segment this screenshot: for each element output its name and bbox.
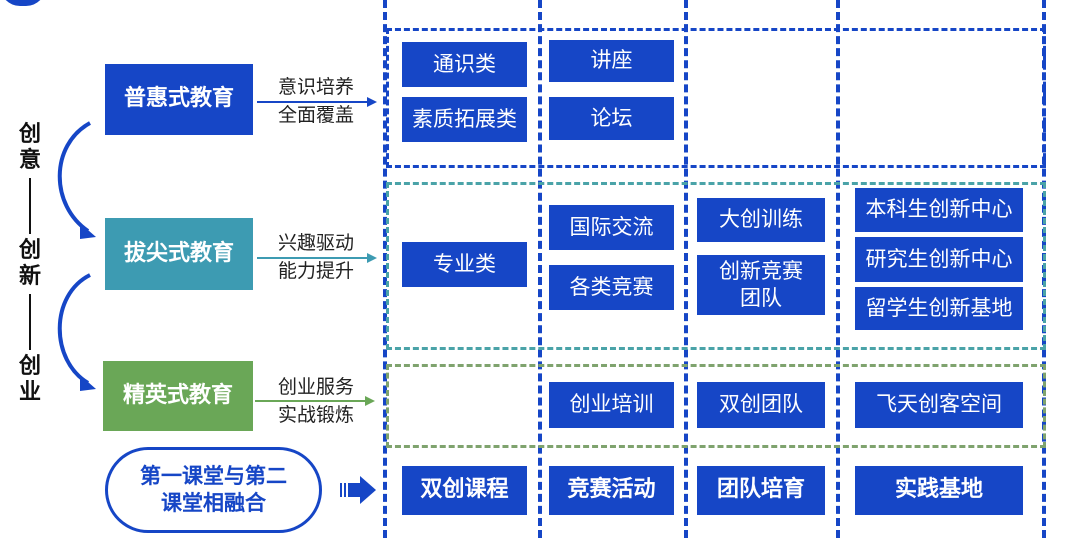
char: 创: [18, 238, 41, 263]
level-desc: 意识培养全面覆盖: [277, 76, 354, 126]
item-box: 研究生创新中心: [855, 237, 1023, 282]
row-frame-1: [386, 28, 1046, 168]
column-divider: [836, 0, 840, 538]
item-box: 专业类: [402, 242, 527, 287]
char: 创: [18, 122, 41, 147]
item-box: 论坛: [549, 97, 674, 140]
integration-pill: 第一课堂与第二课堂相融合: [105, 447, 322, 533]
item-box: 讲座: [549, 40, 674, 82]
item-box: 国际交流: [549, 205, 674, 250]
level-arrows: [255, 97, 377, 406]
row-frame-3: [386, 364, 1046, 448]
dash-line: [29, 294, 31, 350]
level-desc: 兴趣驱动能力提升: [277, 232, 354, 282]
integration-item: 竞赛活动: [549, 466, 674, 515]
item-box: 通识类: [402, 42, 527, 87]
item-box: 本科生创新中心: [855, 188, 1023, 232]
column-divider: [538, 0, 542, 538]
item-box: 留学生创新基地: [855, 287, 1023, 330]
char: 业: [18, 380, 41, 405]
integration-item: 双创课程: [402, 466, 527, 515]
integration-item: 实践基地: [855, 466, 1023, 515]
row-frame-2: [386, 182, 1046, 350]
level-desc: 创业服务实战锻炼: [277, 376, 354, 426]
level-jingying: 精英式教育: [103, 361, 253, 431]
curved-arrows: [57, 121, 96, 391]
item-box: 双创团队: [697, 382, 825, 428]
column-divider: [383, 0, 387, 538]
item-box: 各类竞赛: [549, 265, 674, 310]
left-vertical-label: 创 意 创 新 创 业: [16, 122, 44, 406]
item-box: 大创训练: [697, 198, 825, 242]
corner-badge: [0, 0, 46, 6]
level-bajian: 拔尖式教育: [105, 218, 253, 290]
column-divider: [684, 0, 688, 538]
item-box: 创新竞赛团队: [697, 255, 825, 315]
item-box: 素质拓展类: [402, 97, 527, 142]
char: 意: [18, 148, 41, 173]
char: 创: [18, 354, 41, 379]
dash-line: [29, 178, 31, 234]
char: 新: [18, 264, 41, 289]
level-puhui: 普惠式教育: [105, 64, 253, 135]
item-box: 飞天创客空间: [855, 382, 1023, 428]
item-box: 创业培训: [549, 382, 674, 428]
integration-item: 团队培育: [697, 466, 825, 515]
right-arrow-icon: [340, 476, 376, 504]
